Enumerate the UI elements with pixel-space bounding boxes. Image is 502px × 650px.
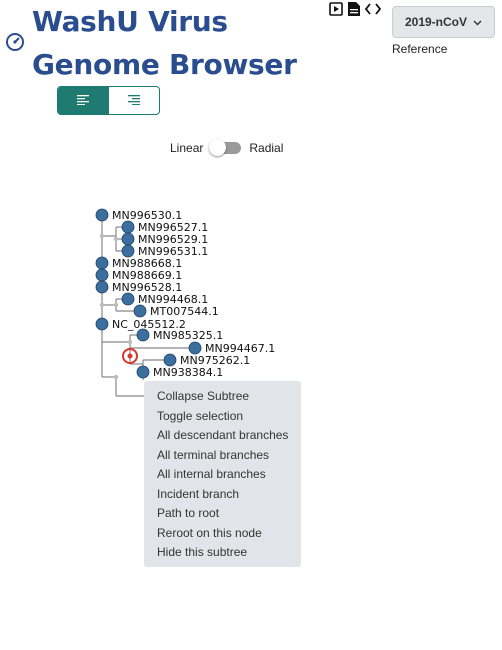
reference-value: 2019-nCoV: [404, 15, 468, 29]
layout-toggle: [57, 86, 160, 115]
gauge-icon[interactable]: [5, 32, 25, 52]
leaf-label: MN938384.1: [153, 366, 223, 379]
leaf-label: MN996530.1: [112, 209, 182, 222]
chevron-down-icon: [473, 15, 482, 29]
menu-hide-subtree[interactable]: Hide this subtree: [157, 545, 248, 559]
leaf-label: MN985325.1: [153, 329, 223, 342]
internal-node[interactable]: [99, 302, 105, 308]
internal-node[interactable]: [99, 233, 105, 239]
context-menu: Collapse Subtree Toggle selection All de…: [144, 381, 301, 567]
menu-toggle-selection[interactable]: Toggle selection: [157, 408, 244, 423]
leaf-node-MN988669[interactable]: [95, 268, 109, 282]
menu-collapse-subtree[interactable]: Collapse Subtree: [157, 389, 250, 403]
leaf-label: MN988668.1: [112, 257, 182, 270]
leaf-label: NC_045512.2: [112, 318, 186, 331]
align-left-icon: [77, 92, 90, 110]
leaf-node-MN996530[interactable]: [95, 208, 109, 222]
leaf-label: MN994467.1: [205, 342, 275, 355]
menu-all-internal-branches[interactable]: All internal branches: [157, 467, 266, 481]
radial-label: Radial: [249, 141, 284, 155]
menu-incident-branch[interactable]: Incident branch: [157, 486, 240, 501]
leaf-node-MN996529[interactable]: [121, 232, 135, 246]
align-left-button[interactable]: [58, 87, 109, 114]
reference-label: Reference: [392, 42, 448, 56]
leaf-label: MT007544.1: [150, 305, 219, 318]
internal-nodes: [99, 233, 133, 380]
internal-node[interactable]: [127, 339, 133, 345]
reference-dropdown[interactable]: 2019-nCoV: [392, 6, 495, 38]
leaf-label: MN996528.1: [112, 281, 182, 294]
leaf-node-MN996531[interactable]: [121, 244, 135, 258]
align-right-button[interactable]: [109, 87, 160, 114]
menu-all-descendant-branches[interactable]: All descendant branches: [157, 428, 289, 442]
play-icon[interactable]: [329, 1, 343, 21]
internal-node[interactable]: [113, 236, 119, 242]
leaf-labels: MN996530.1 MN996527.1 MN996529.1 MN99653…: [112, 209, 275, 379]
leaf-node-MN985325[interactable]: [136, 328, 150, 342]
leaf-node-MN988668[interactable]: [95, 256, 109, 270]
internal-node[interactable]: [113, 374, 119, 380]
leaf-label: MN996529.1: [138, 233, 208, 246]
menu-path-to-root[interactable]: Path to root: [157, 506, 220, 520]
selected-node[interactable]: [127, 353, 133, 359]
leaf-label: MN996531.1: [138, 245, 208, 258]
leaf-label: MN988669.1: [112, 269, 182, 282]
view-switch-row: Linear Radial: [170, 139, 284, 156]
header-toolbar: [329, 1, 382, 22]
leaf-label: MN975262.1: [180, 354, 250, 367]
app-title: WashU Virus Genome Browser: [32, 5, 297, 81]
leaf-nodes: [95, 208, 202, 379]
leaf-node-MN994467[interactable]: [188, 341, 202, 355]
internal-node[interactable]: [113, 302, 119, 308]
leaf-node-MN938384[interactable]: [136, 365, 150, 379]
menu-all-terminal-branches[interactable]: All terminal branches: [157, 447, 270, 462]
view-switch[interactable]: [209, 139, 242, 156]
leaf-node-MN996527[interactable]: [121, 220, 135, 234]
selected-node-ring[interactable]: [122, 348, 138, 364]
switch-knob: [209, 139, 227, 156]
code-icon[interactable]: [364, 2, 382, 20]
align-right-icon: [127, 92, 140, 110]
leaf-node-MN975262[interactable]: [163, 353, 177, 367]
leaf-node-MN994468[interactable]: [121, 292, 135, 306]
leaf-label: MN996527.1: [138, 221, 208, 234]
leaf-node-MN996528[interactable]: [95, 280, 109, 294]
leaf-node-NC_045512[interactable]: [95, 317, 109, 331]
leaf-label: MN994468.1: [138, 293, 208, 306]
document-icon[interactable]: [347, 1, 361, 22]
menu-reroot-on-node[interactable]: Reroot on this node: [157, 525, 262, 540]
linear-label: Linear: [170, 141, 204, 155]
leaf-node-MT007544[interactable]: [133, 304, 147, 318]
